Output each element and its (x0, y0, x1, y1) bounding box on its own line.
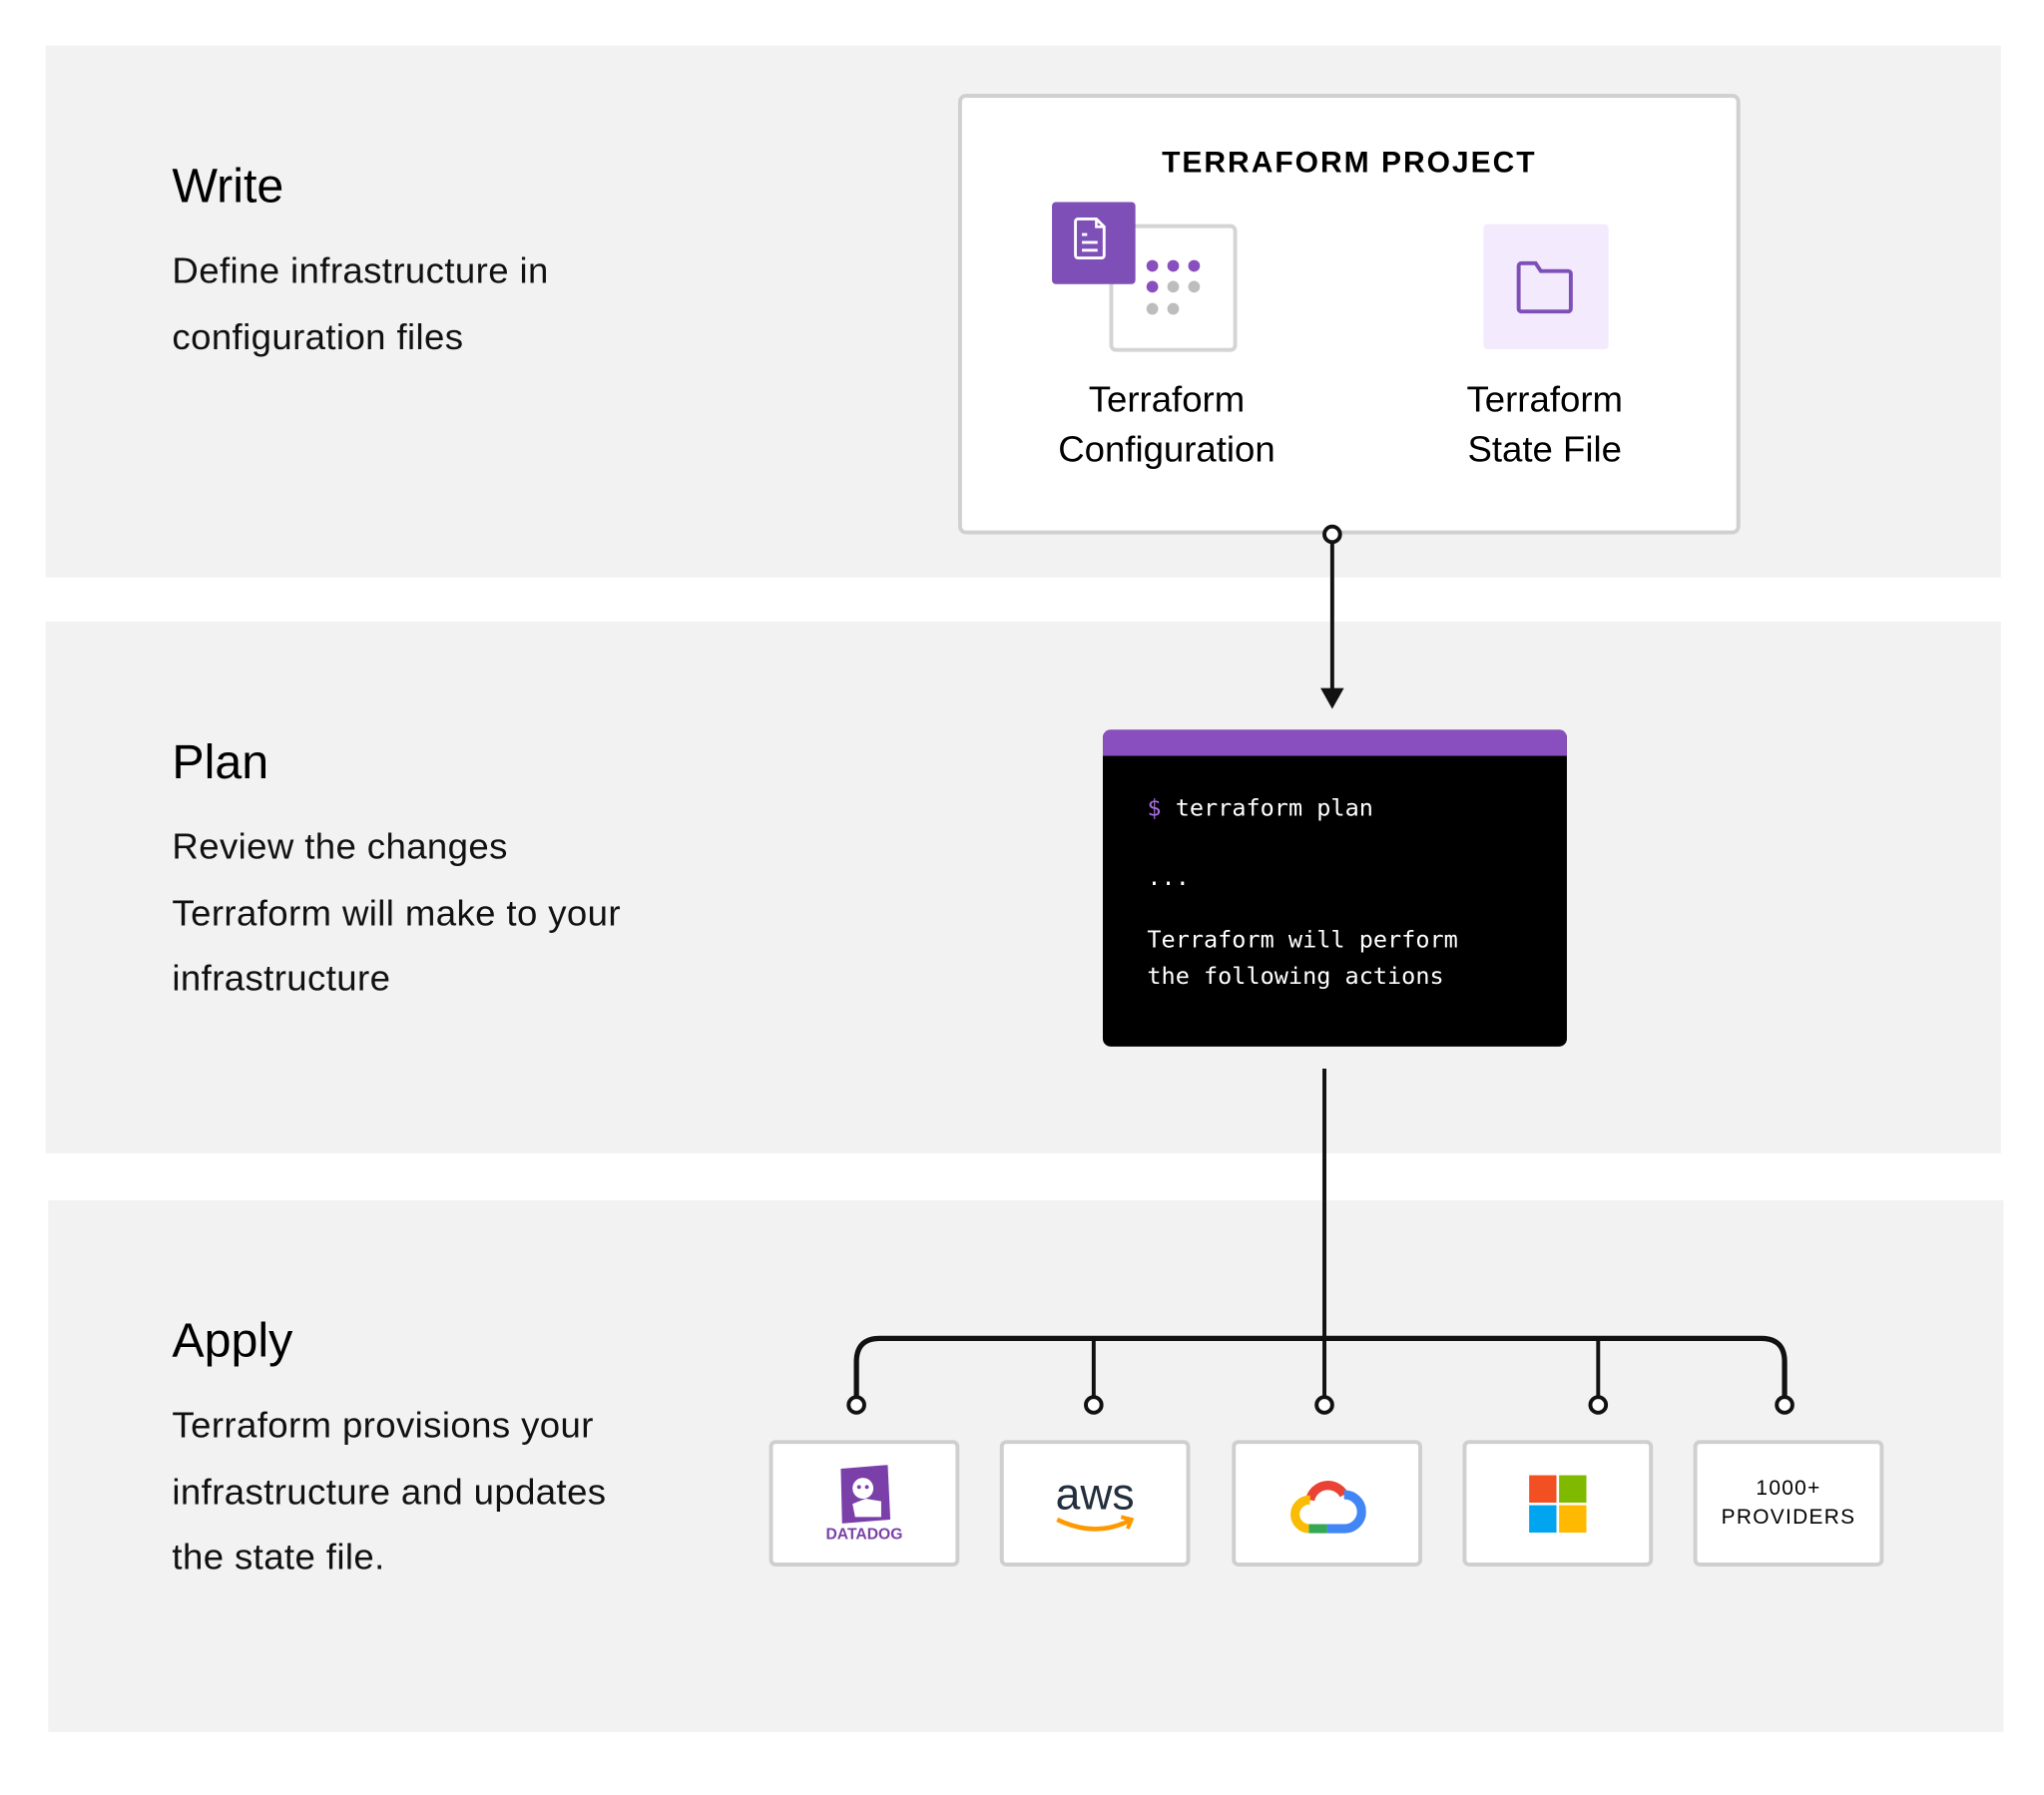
google-cloud-logo (1290, 1480, 1366, 1533)
write-heading: Write (172, 159, 284, 213)
arrow-down-icon (1320, 687, 1344, 709)
datadog-logo: DATADOG (825, 1464, 902, 1543)
plan-heading: Plan (172, 734, 269, 789)
provider-google-cloud (1232, 1440, 1422, 1567)
terminal-title-bar (1102, 729, 1567, 756)
apply-description: Terraform provisions your infrastructure… (172, 1404, 607, 1577)
apply-heading: Apply (172, 1313, 293, 1368)
terminal-output-line: the following actions (1147, 963, 1444, 991)
terraform-project-box: TERRAFORM PROJECT (957, 94, 1741, 535)
provider-more: 1000+ PROVIDERS (1693, 1440, 1884, 1567)
provider-aws: aws (999, 1440, 1191, 1567)
project-title: TERRAFORM PROJECT (1162, 144, 1537, 179)
terminal-ellipsis: ... (1147, 863, 1190, 892)
file-icon (1052, 202, 1136, 284)
write-description: Define infrastructure in configuration f… (172, 249, 549, 357)
terminal-output-line: Terraform will perform (1147, 926, 1458, 955)
terminal-command-line: $ terraform plan (1147, 794, 1373, 823)
provider-datadog: DATADOG (768, 1440, 960, 1567)
terminal: $ terraform plan ... Terraform will perf… (1102, 729, 1567, 1047)
aws-logo: aws (1053, 1472, 1137, 1532)
plan-panel (45, 622, 2001, 1153)
provider-microsoft (1462, 1440, 1654, 1567)
state-file-icon (1483, 224, 1609, 350)
microsoft-logo (1529, 1474, 1587, 1533)
plan-description: Review the changes Terraform will make t… (172, 826, 621, 999)
